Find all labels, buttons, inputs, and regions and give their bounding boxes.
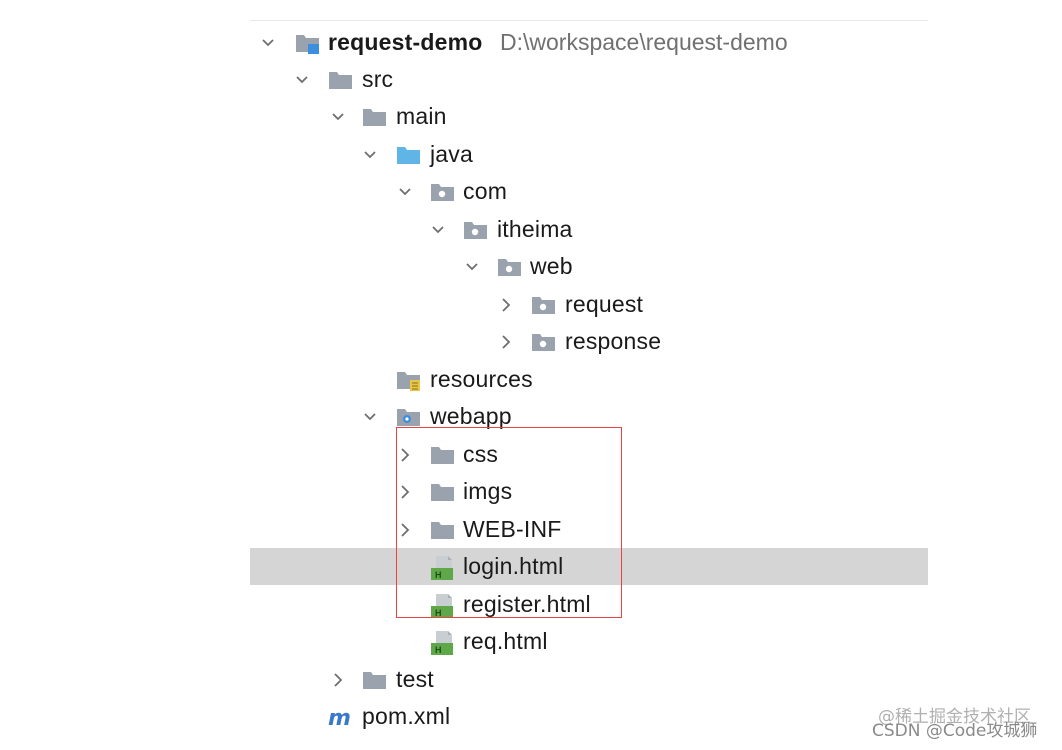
tree-item-label: itheima	[497, 216, 573, 242]
tree-row-java[interactable]: java	[250, 136, 928, 173]
tree-row-src[interactable]: src	[250, 61, 928, 98]
tree-row-request[interactable]: request	[250, 286, 928, 323]
tree-row-register-html[interactable]: H register.html	[250, 586, 928, 623]
chevron-right-icon[interactable]	[395, 520, 415, 540]
tree-row-imgs[interactable]: imgs	[250, 473, 928, 510]
html-file-icon: H	[430, 593, 453, 618]
tree-item-label: login.html	[463, 553, 564, 579]
chevron-right-icon[interactable]	[328, 670, 348, 690]
tree-item-label: pom.xml	[362, 703, 451, 729]
web-folder-icon	[396, 405, 420, 427]
tree-row-web-inf[interactable]: WEB-INF	[250, 511, 928, 548]
tree-item-label: imgs	[463, 478, 513, 504]
divider	[250, 20, 928, 21]
tree-row-webapp[interactable]: webapp	[250, 398, 928, 435]
source-root-folder-icon	[396, 143, 420, 165]
tree-row-css[interactable]: css	[250, 436, 928, 473]
project-folder-icon	[295, 31, 319, 54]
resources-folder-icon	[396, 368, 420, 391]
project-path: D:\workspace\request-demo	[500, 29, 788, 55]
tree-item-label: main	[396, 103, 447, 129]
svg-text:H: H	[435, 570, 442, 580]
folder-icon	[362, 668, 386, 690]
chevron-down-icon[interactable]	[258, 33, 278, 53]
tree-item-label: request	[565, 291, 644, 317]
maven-file-icon: m	[328, 705, 351, 731]
chevron-right-icon[interactable]	[496, 295, 516, 315]
tree-row-pom-xml[interactable]: m pom.xml	[250, 698, 928, 735]
tree-item-label: webapp	[430, 403, 512, 429]
tree-item-label: css	[463, 441, 499, 467]
package-icon	[430, 180, 454, 202]
folder-icon	[430, 480, 454, 502]
tree-row-test[interactable]: test	[250, 661, 928, 698]
tree-item-label: com	[463, 178, 508, 204]
tree-row-project[interactable]: request-demo D:\workspace\request-demo	[250, 24, 928, 61]
html-file-icon: H	[430, 630, 453, 655]
tree-item-label: resources	[430, 366, 533, 392]
package-icon	[531, 293, 555, 315]
tree-row-response[interactable]: response	[250, 323, 928, 360]
package-icon	[463, 218, 487, 240]
project-name: request-demo	[328, 29, 483, 55]
svg-text:H: H	[435, 645, 442, 655]
chevron-right-icon[interactable]	[395, 445, 415, 465]
tree-row-web[interactable]: web	[250, 248, 928, 285]
tree-item-label: register.html	[463, 591, 591, 617]
watermark-juejin: @稀土掘金技术社区	[878, 707, 1031, 727]
tree-item-label: response	[565, 328, 662, 354]
svg-text:m: m	[328, 706, 351, 729]
tree-item-label: src	[362, 66, 394, 92]
package-icon	[497, 255, 521, 277]
tree-row-resources[interactable]: resources	[250, 361, 928, 398]
tree-item-label: test	[396, 666, 434, 692]
folder-icon	[430, 443, 454, 465]
chevron-down-icon[interactable]	[395, 182, 415, 202]
tree-item-label: java	[430, 141, 473, 167]
tree-item-label: WEB-INF	[463, 516, 562, 542]
chevron-down-icon[interactable]	[360, 407, 380, 427]
svg-text:H: H	[435, 608, 442, 618]
chevron-right-icon[interactable]	[496, 332, 516, 352]
tree-row-req-html[interactable]: H req.html	[250, 623, 928, 660]
tree-row-main[interactable]: main	[250, 98, 928, 135]
chevron-down-icon[interactable]	[360, 145, 380, 165]
tree-row-itheima[interactable]: itheima	[250, 211, 928, 248]
watermark-csdn: CSDN @Code攻城狮	[872, 721, 1038, 741]
tree-item-label: web	[530, 253, 573, 279]
chevron-down-icon[interactable]	[428, 220, 448, 240]
tree-row-login-html[interactable]: H login.html	[250, 548, 928, 585]
tree-item-label: req.html	[463, 628, 548, 654]
folder-icon	[430, 518, 454, 540]
tree-row-com[interactable]: com	[250, 173, 928, 210]
chevron-down-icon[interactable]	[462, 257, 482, 277]
chevron-down-icon[interactable]	[292, 70, 312, 90]
folder-icon	[362, 105, 386, 127]
chevron-down-icon[interactable]	[328, 107, 348, 127]
chevron-right-icon[interactable]	[395, 482, 415, 502]
folder-icon	[328, 68, 352, 90]
package-icon	[531, 330, 555, 352]
html-file-icon: H	[430, 555, 453, 580]
